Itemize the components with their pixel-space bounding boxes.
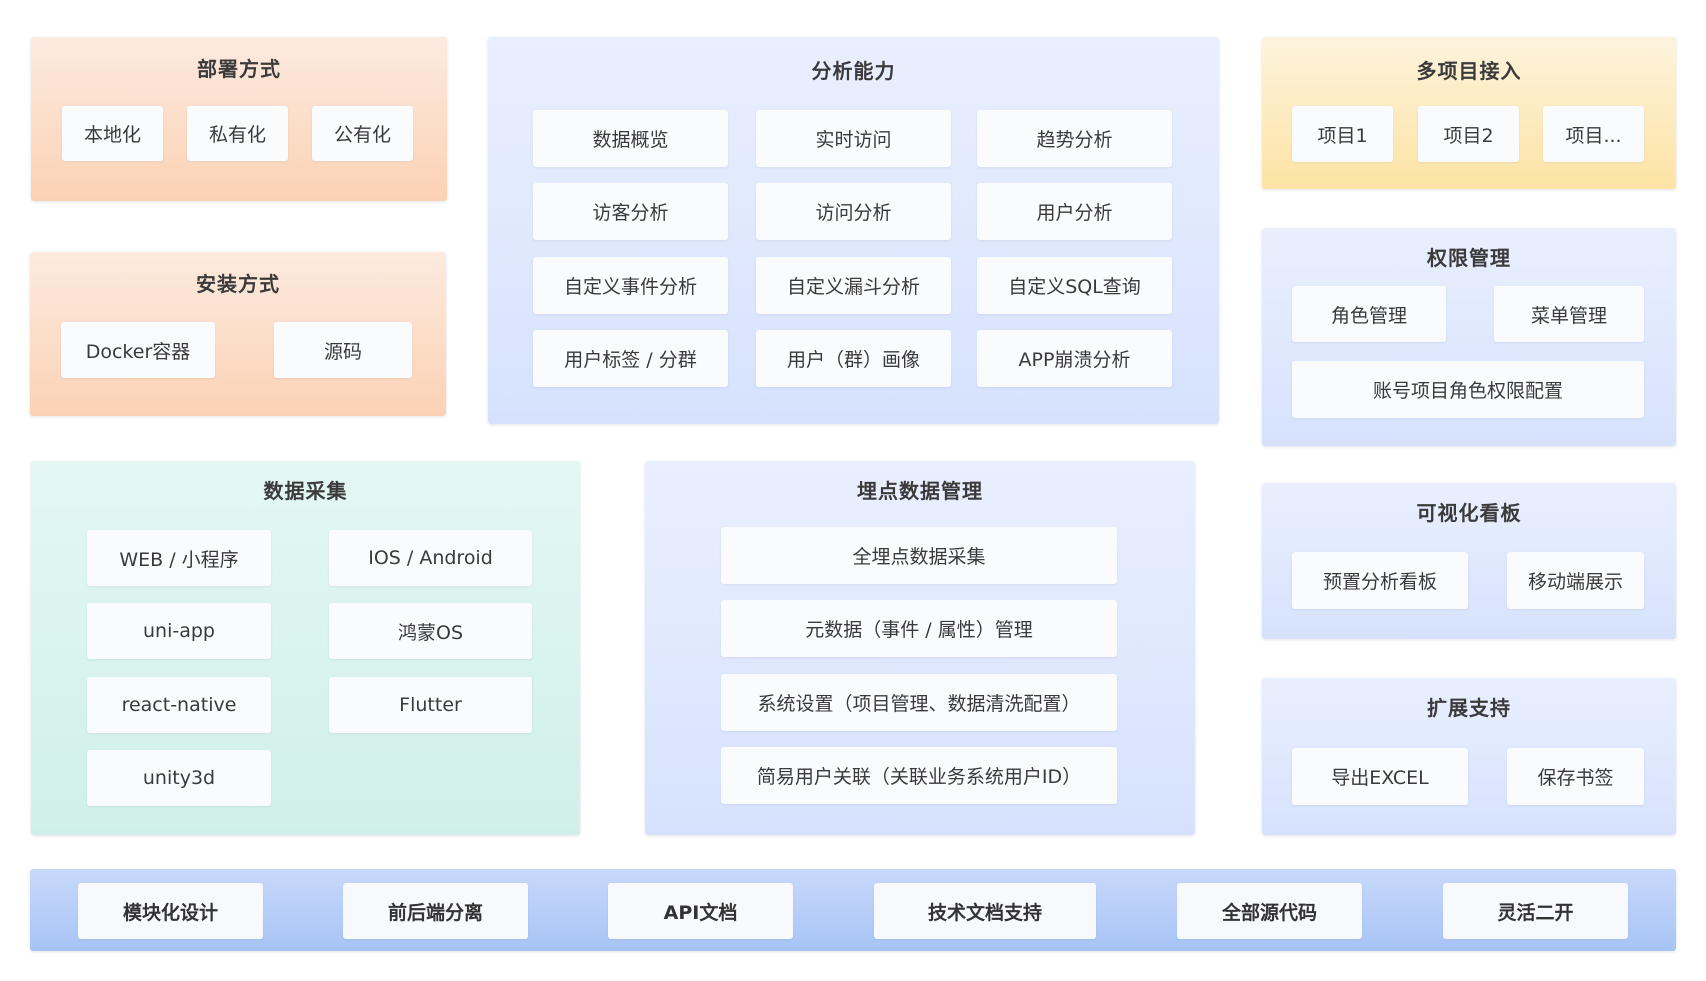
analysis-item: APP崩溃分析 — [977, 330, 1172, 387]
extension-panel: 扩展支持 导出EXCEL 保存书签 — [1262, 678, 1676, 835]
multi-project-title: 多项目接入 — [1416, 59, 1522, 83]
install-title: 安装方式 — [196, 272, 280, 296]
install-item-source: 源码 — [274, 322, 412, 378]
collection-item: react-native — [87, 677, 271, 733]
analysis-item: 数据概览 — [533, 110, 728, 167]
project-item: 项目2 — [1418, 106, 1519, 162]
deploy-title: 部署方式 — [197, 57, 281, 81]
permission-item-menu: 菜单管理 — [1494, 286, 1644, 342]
permission-title: 权限管理 — [1427, 246, 1511, 270]
permission-item-account: 账号项目角色权限配置 — [1292, 361, 1644, 418]
collection-panel: 数据采集 WEB / 小程序 IOS / Android uni-app 鸿蒙O… — [31, 461, 580, 835]
dashboard-panel: 可视化看板 预置分析看板 移动端展示 — [1262, 483, 1676, 639]
collection-item: unity3d — [87, 750, 271, 806]
analysis-item: 自定义事件分析 — [533, 257, 728, 314]
dashboard-title: 可视化看板 — [1416, 501, 1522, 525]
extension-title: 扩展支持 — [1427, 696, 1511, 720]
collection-title: 数据采集 — [263, 479, 348, 503]
collection-item: WEB / 小程序 — [87, 530, 271, 586]
analysis-item: 用户（群）画像 — [756, 330, 951, 387]
analysis-item: 访问分析 — [756, 183, 951, 240]
tracking-item: 系统设置（项目管理、数据清洗配置） — [721, 674, 1117, 731]
install-item-docker: Docker容器 — [61, 322, 215, 378]
feature-modular: 模块化设计 — [78, 883, 263, 939]
project-item: 项目... — [1543, 106, 1644, 162]
tracking-panel: 埋点数据管理 全埋点数据采集 元数据（事件 / 属性）管理 系统设置（项目管理、… — [645, 461, 1195, 835]
tracking-item: 简易用户关联（关联业务系统用户ID） — [721, 747, 1117, 804]
deploy-panel: 部署方式 本地化 私有化 公有化 — [31, 37, 447, 201]
collection-item: 鸿蒙OS — [329, 603, 532, 659]
analysis-item: 趋势分析 — [977, 110, 1172, 167]
project-item: 项目1 — [1292, 106, 1393, 162]
collection-item: IOS / Android — [329, 530, 532, 586]
feature-tech-docs: 技术文档支持 — [874, 883, 1096, 939]
tracking-title: 埋点数据管理 — [857, 479, 983, 503]
analysis-item: 实时访问 — [756, 110, 951, 167]
collection-item: Flutter — [329, 677, 532, 733]
analysis-item: 自定义SQL查询 — [977, 257, 1172, 314]
tracking-item: 元数据（事件 / 属性）管理 — [721, 600, 1117, 657]
extension-item-export: 导出EXCEL — [1292, 748, 1468, 805]
dashboard-item-preset: 预置分析看板 — [1292, 552, 1468, 609]
analysis-panel: 分析能力 数据概览 实时访问 趋势分析 访客分析 访问分析 用户分析 自定义事件… — [488, 37, 1219, 424]
install-panel: 安装方式 Docker容器 源码 — [30, 252, 446, 416]
collection-item: uni-app — [87, 603, 271, 659]
permission-item-role: 角色管理 — [1292, 286, 1446, 342]
analysis-title: 分析能力 — [811, 59, 896, 83]
feature-customize: 灵活二开 — [1443, 883, 1628, 939]
deploy-item-public: 公有化 — [312, 106, 413, 161]
deploy-item-local: 本地化 — [62, 106, 163, 161]
extension-item-bookmark: 保存书签 — [1507, 748, 1644, 805]
feature-full-source: 全部源代码 — [1177, 883, 1362, 939]
permission-panel: 权限管理 角色管理 菜单管理 账号项目角色权限配置 — [1262, 228, 1676, 446]
analysis-item: 用户分析 — [977, 183, 1172, 240]
feature-api-docs: API文档 — [608, 883, 793, 939]
dashboard-item-mobile: 移动端展示 — [1507, 552, 1644, 609]
multi-project-panel: 多项目接入 项目1 项目2 项目... — [1262, 37, 1676, 189]
analysis-item: 用户标签 / 分群 — [533, 330, 728, 387]
tracking-item: 全埋点数据采集 — [721, 527, 1117, 584]
feature-bar: 模块化设计 前后端分离 API文档 技术文档支持 全部源代码 灵活二开 — [30, 869, 1676, 951]
analysis-item: 访客分析 — [533, 183, 728, 240]
deploy-item-private: 私有化 — [187, 106, 288, 161]
feature-separation: 前后端分离 — [343, 883, 528, 939]
analysis-item: 自定义漏斗分析 — [756, 257, 951, 314]
